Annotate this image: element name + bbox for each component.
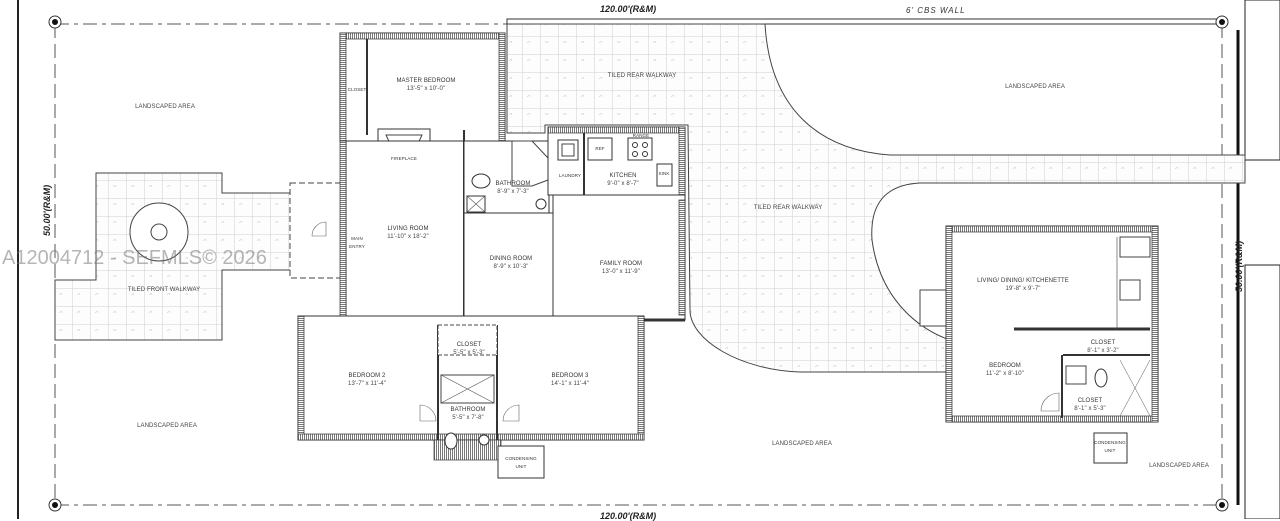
- room-size: 13'-0" x 11'-9": [602, 269, 640, 275]
- fireplace-label: FIREPLACE: [391, 156, 417, 161]
- corner-monuments: [48, 15, 1229, 512]
- fixture-sink: SINK: [658, 171, 670, 176]
- condensing-unit-main: CONDENSING UNIT: [505, 456, 537, 469]
- room-size: 8'-1" x 5'-3": [1074, 406, 1106, 412]
- room-size: 5'-5" x 7'-8": [452, 415, 484, 421]
- room-bedroom-3: BEDROOM 3 14'-1" x 11'-4": [551, 372, 589, 388]
- landscaped-area-nw: LANDSCAPED AREA: [135, 104, 195, 110]
- room-size: 8'-1" x 3'-2": [1087, 348, 1119, 354]
- room-name: MASTER BEDROOM: [396, 78, 456, 84]
- room-name: BEDROOM 2: [348, 373, 386, 379]
- tiled-rear-walkway: [506, 23, 1246, 373]
- room-bathroom-hall: BATHROOM 5'-5" x 7'-8": [450, 406, 485, 422]
- room-size: 11'-2" x 8'-10": [986, 371, 1024, 377]
- tiled-rear-walkway-label-top: TILED REAR WALKWAY: [607, 73, 677, 79]
- room-size: 8'-9" x 7'-3": [497, 189, 529, 195]
- room-name: FAMILY ROOM: [599, 261, 643, 267]
- guest-house: [919, 225, 1159, 464]
- room-bedroom-2: BEDROOM 2 13'-7" x 11'-4": [348, 372, 386, 388]
- room-name: DINING ROOM: [489, 256, 533, 262]
- landscaped-area-sw: LANDSCAPED AREA: [137, 423, 197, 429]
- room-kitchen: KITCHEN 9'-0" x 8'-7": [607, 172, 639, 188]
- room-size: 11'-10" x 18'-2": [387, 234, 429, 240]
- landscaped-area-s: LANDSCAPED AREA: [772, 441, 832, 447]
- room-guest-closet-2: CLOSET 8'-1" x 5'-3": [1074, 397, 1106, 413]
- landscaped-area-ne: LANDSCAPED AREA: [1005, 84, 1065, 90]
- room-name: KITCHEN: [609, 173, 637, 179]
- room-size: 13'-7" x 11'-4": [348, 381, 386, 387]
- fixture-range: RANGE: [632, 133, 650, 138]
- room-dining-room: DINING ROOM 8'-9" x 10'-3": [490, 255, 532, 271]
- room-size: 5'-5" x 5'-3": [453, 350, 485, 356]
- main-entry-label: MAIN ENTRY: [349, 236, 365, 249]
- room-bathroom-main: BATHROOM 8'-9" x 7'-3": [495, 180, 530, 196]
- room-name: BATHROOM: [495, 181, 531, 187]
- room-size: 8'-9" x 10'-3": [493, 264, 529, 270]
- room-hall-closet: CLOSET 5'-5" x 5'-3": [453, 341, 485, 357]
- cbs-wall: [506, 18, 1223, 25]
- room-size: 9'-0" x 8'-7": [607, 181, 639, 187]
- tiled-rear-walkway-label-mid: TILED REAR WALKWAY: [753, 205, 823, 211]
- room-name: LIVING ROOM: [387, 226, 429, 232]
- room-guest-bedroom: BEDROOM 11'-2" x 8'-10": [986, 362, 1024, 378]
- tiled-front-walkway-label: TILED FRONT WALKWAY: [127, 287, 201, 293]
- room-name: CLOSET: [1077, 398, 1103, 404]
- bottom-boundary-dimension: 120.00'(R&M): [600, 511, 657, 521]
- room-laundry: LAUNDRY: [558, 173, 582, 178]
- right-boundary-dimension: 50.00'(R&M): [1234, 240, 1244, 292]
- condensing-unit-guest: CONDENSING UNIT: [1094, 440, 1126, 453]
- main-house: [297, 32, 686, 479]
- room-size: 13'-5" x 10'-0": [406, 86, 446, 92]
- cbs-wall-note: 6' CBS WALL: [906, 6, 966, 15]
- room-guest-living-dining-kitchenette: LIVING/ DINING/ KITCHENETTE 19'-8" x 9'-…: [977, 277, 1069, 293]
- room-name: BATHROOM: [450, 407, 486, 413]
- room-name: CLOSET: [1090, 340, 1116, 346]
- left-boundary-dimension: 50.00'(R&M): [42, 184, 52, 236]
- room-living-room: LIVING ROOM 11'-10" x 18'-2": [387, 225, 428, 241]
- room-guest-closet-1: CLOSET 8'-1" x 3'-2": [1087, 339, 1119, 355]
- room-size: 19'-8" x 9'-7": [1005, 286, 1041, 292]
- room-master-closet: CLOSET: [347, 87, 367, 92]
- landscaped-area-se: LANDSCAPED AREA: [1149, 463, 1209, 469]
- room-family-room: FAMILY ROOM 13'-0" x 11'-9": [600, 260, 642, 276]
- room-name: BEDROOM: [989, 363, 1021, 369]
- room-name: BEDROOM 3: [551, 373, 589, 379]
- tiled-front-walkway: [54, 172, 301, 341]
- room-name: LIVING/ DINING/ KITCHENETTE: [977, 278, 1069, 284]
- room-size: 14'-1" x 11'-4": [551, 381, 589, 387]
- fixture-ref: REF: [595, 146, 605, 151]
- top-boundary-dimension: 120.00'(R&M): [600, 4, 657, 14]
- room-master-bedroom: MASTER BEDROOM 13'-5" x 10'-0": [396, 77, 455, 93]
- room-name: CLOSET: [456, 342, 482, 348]
- mls-watermark: A12004712 - SEFMLS© 2026: [2, 247, 267, 269]
